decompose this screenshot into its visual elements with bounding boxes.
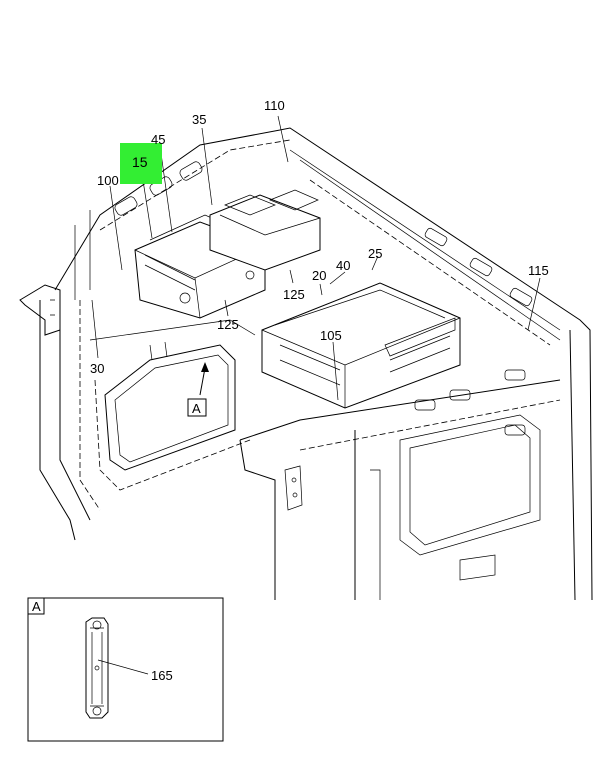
callout-15-highlight[interactable]: [120, 143, 162, 184]
callout-20[interactable]: 20: [312, 268, 326, 283]
callout-165[interactable]: 165: [151, 668, 173, 683]
callout-35[interactable]: 35: [192, 112, 206, 127]
cab-back-wall: [19, 127, 593, 601]
callout-115[interactable]: 115: [528, 263, 549, 278]
right-panel-opening: [239, 369, 561, 600]
right-storage-box: [261, 282, 461, 409]
callout-45[interactable]: 45: [151, 132, 165, 147]
callout-105[interactable]: 105: [320, 328, 342, 343]
callout-125-left[interactable]: 125: [217, 317, 239, 332]
callout-30[interactable]: 30: [90, 361, 104, 376]
callout-125-right[interactable]: 125: [283, 287, 305, 302]
callout-110[interactable]: 110: [264, 98, 285, 113]
left-panel-opening: [89, 319, 256, 491]
svg-text:A: A: [192, 401, 201, 416]
detail-view-label: A: [32, 599, 41, 614]
callout-25[interactable]: 25: [368, 246, 382, 261]
callout-40[interactable]: 40: [336, 258, 350, 273]
leader-lines: [91, 115, 541, 401]
view-a-marker[interactable]: A: [187, 398, 207, 417]
callout-labels: 110 35 45 15 100 25 40 20 115 125 125 10…: [90, 98, 549, 376]
strap-part-165[interactable]: [85, 617, 109, 719]
detail-view-a: A 165: [27, 597, 224, 742]
callout-15[interactable]: 15: [132, 154, 148, 170]
left-storage-box: [134, 189, 321, 319]
callout-100[interactable]: 100: [97, 173, 119, 188]
view-a-arrow-icon: [201, 362, 209, 372]
